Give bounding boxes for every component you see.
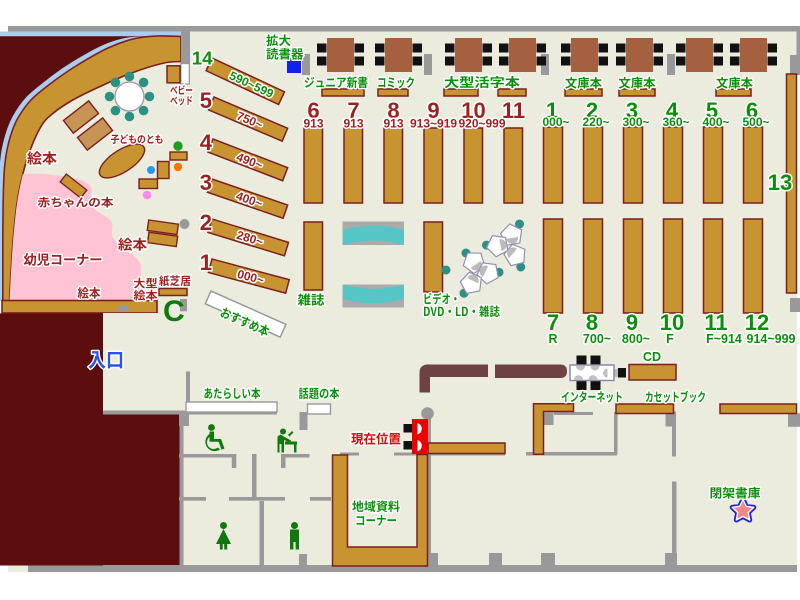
svg-text:5: 5	[200, 88, 212, 113]
svg-text:10: 10	[461, 98, 485, 123]
svg-text:8: 8	[586, 310, 598, 335]
svg-text:3: 3	[200, 170, 212, 195]
svg-text:F: F	[666, 332, 674, 346]
svg-text:1: 1	[200, 250, 212, 275]
svg-text:12: 12	[745, 310, 769, 335]
svg-text:800~: 800~	[622, 332, 650, 346]
svg-text:CD: CD	[643, 350, 661, 364]
svg-text:F~914: F~914	[706, 332, 742, 346]
svg-text:7: 7	[347, 98, 359, 123]
svg-text:913: 913	[343, 117, 363, 131]
svg-text:000~: 000~	[542, 115, 569, 129]
svg-text:500~: 500~	[742, 115, 769, 129]
svg-text:4: 4	[666, 98, 679, 123]
svg-text:913~919: 913~919	[410, 117, 457, 131]
svg-text:11: 11	[704, 310, 727, 335]
svg-text:700~: 700~	[583, 332, 611, 346]
svg-text:220~: 220~	[582, 115, 609, 129]
svg-text:13: 13	[768, 170, 792, 195]
svg-text:11: 11	[502, 98, 525, 123]
svg-text:920~999: 920~999	[458, 117, 505, 131]
svg-text:5: 5	[706, 98, 718, 123]
svg-text:14: 14	[192, 48, 213, 69]
svg-text:1: 1	[546, 98, 558, 123]
svg-text:913: 913	[383, 117, 403, 131]
svg-text:7: 7	[547, 310, 559, 335]
svg-text:4: 4	[200, 130, 213, 155]
svg-text:913: 913	[303, 117, 323, 131]
svg-text:2: 2	[200, 210, 212, 235]
svg-text:C: C	[163, 295, 185, 328]
svg-text:2: 2	[586, 98, 598, 123]
svg-text:360~: 360~	[662, 115, 689, 129]
svg-text:6: 6	[307, 98, 319, 123]
svg-text:400~: 400~	[702, 115, 729, 129]
svg-text:9: 9	[427, 98, 439, 123]
svg-text:3: 3	[626, 98, 638, 123]
svg-text:R: R	[548, 332, 557, 346]
svg-text:8: 8	[387, 98, 399, 123]
svg-text:914~999: 914~999	[746, 332, 795, 346]
svg-text:6: 6	[746, 98, 758, 123]
svg-text:9: 9	[626, 310, 638, 335]
svg-text:10: 10	[660, 310, 684, 335]
svg-text:300~: 300~	[622, 115, 649, 129]
